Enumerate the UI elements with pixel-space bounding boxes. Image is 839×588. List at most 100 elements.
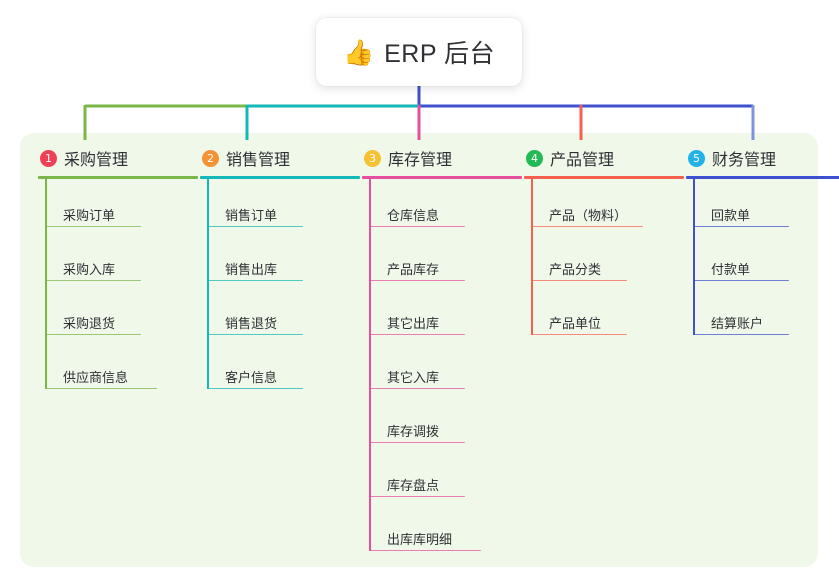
list-item-rule [45,225,141,227]
branch-header-3[interactable]: 3 库存管理 [362,145,522,171]
list-item-rule [531,225,643,227]
branch-rule-5 [686,176,839,179]
branch-column-5[interactable]: 5 财务管理 回款单 付款单 结算账户 [686,145,839,341]
list-item-rule [693,279,789,281]
branch-header-4[interactable]: 4 产品管理 [524,145,684,171]
list-item[interactable]: 库存调拨 [362,395,522,449]
list-item-label: 供应商信息 [63,370,129,385]
list-item-label: 出库库明细 [387,532,453,547]
branch-items-2: 销售订单 销售出库 销售退货 客户信息 [200,179,360,395]
list-item-label: 仓库信息 [387,208,440,223]
list-item[interactable]: 采购入库 [38,233,198,287]
list-item[interactable]: 产品单位 [524,287,684,341]
list-item[interactable]: 其它入库 [362,341,522,395]
branch-items-5: 回款单 付款单 结算账户 [686,179,839,341]
list-item[interactable]: 仓库信息 [362,179,522,233]
branch-badge-4: 4 [526,149,543,167]
list-item-label: 库存盘点 [387,478,440,493]
list-item-label: 销售订单 [225,208,278,223]
list-item-rule [369,441,465,443]
list-item[interactable]: 销售订单 [200,179,360,233]
branch-spine-5 [693,179,695,335]
branch-items-3: 仓库信息 产品库存 其它出库 其它入库 库存调拨 库存盘点 [362,179,522,557]
list-item[interactable]: 采购退货 [38,287,198,341]
branch-spine-2 [207,179,209,389]
list-item[interactable]: 客户信息 [200,341,360,395]
list-item-label: 采购入库 [63,262,116,277]
list-item[interactable]: 供应商信息 [38,341,198,395]
branch-header-2[interactable]: 2 销售管理 [200,145,360,171]
branch-badge-5: 5 [688,149,705,167]
list-item-label: 付款单 [711,262,751,277]
list-item[interactable]: 采购订单 [38,179,198,233]
branch-items-1: 采购订单 采购入库 采购退货 供应商信息 [38,179,198,395]
branch-rule-1 [38,176,198,179]
list-item[interactable]: 结算账户 [686,287,839,341]
branch-title-5: 财务管理 [712,152,777,169]
list-item-rule [369,279,465,281]
branch-spine-3 [369,179,371,551]
branch-header-1[interactable]: 1 采购管理 [38,145,198,171]
branch-badge-1: 1 [40,149,57,167]
branch-column-2[interactable]: 2 销售管理 销售订单 销售出库 销售退货 客户信息 [200,145,360,395]
list-item-rule [45,333,141,335]
list-item-rule [531,279,627,281]
root-node[interactable]: 👍 ERP 后台 [316,18,522,86]
branch-title-4: 产品管理 [550,152,615,169]
list-item-label: 结算账户 [711,316,764,331]
list-item-rule [693,225,789,227]
branch-rule-4 [524,176,684,179]
branch-badge-3: 3 [364,149,381,167]
list-item-rule [369,225,465,227]
list-item[interactable]: 回款单 [686,179,839,233]
branch-title-2: 销售管理 [226,152,291,169]
list-item[interactable]: 销售退货 [200,287,360,341]
list-item-rule [207,225,303,227]
list-item-label: 采购订单 [63,208,116,223]
list-item[interactable]: 产品库存 [362,233,522,287]
list-item-rule [207,387,303,389]
branch-title-3: 库存管理 [388,152,453,169]
branch-items-4: 产品（物料） 产品分类 产品单位 [524,179,684,341]
list-item-label: 销售退货 [225,316,278,331]
list-item-rule [369,495,465,497]
list-item[interactable]: 付款单 [686,233,839,287]
list-item-label: 产品库存 [387,262,440,277]
branch-column-1[interactable]: 1 采购管理 采购订单 采购入库 采购退货 供应商信息 [38,145,198,395]
list-item[interactable]: 其它出库 [362,287,522,341]
branch-spine-4 [531,179,533,335]
branches-panel [20,133,818,567]
list-item-rule [369,387,465,389]
list-item-label: 采购退货 [63,316,116,331]
list-item-rule [207,333,303,335]
list-item-label: 其它出库 [387,316,440,331]
list-item-rule [531,333,627,335]
list-item-label: 回款单 [711,208,751,223]
branch-column-3[interactable]: 3 库存管理 仓库信息 产品库存 其它出库 其它入库 库存调拨 [362,145,522,557]
list-item-label: 客户信息 [225,370,278,385]
list-item-rule [693,333,789,335]
list-item-label: 产品分类 [549,262,602,277]
branch-rule-2 [200,176,360,179]
branch-header-5[interactable]: 5 财务管理 [686,145,839,171]
page-title: ERP 后台 [384,40,496,68]
list-item-label: 销售出库 [225,262,278,277]
branch-spine-1 [45,179,47,389]
list-item-label: 库存调拨 [387,424,440,439]
list-item-label: 产品（物料） [549,208,628,223]
list-item-rule [207,279,303,281]
list-item[interactable]: 出库库明细 [362,503,522,557]
list-item-label: 产品单位 [549,316,602,331]
branch-rule-3 [362,176,522,179]
list-item-label: 其它入库 [387,370,440,385]
branch-column-4[interactable]: 4 产品管理 产品（物料） 产品分类 产品单位 [524,145,684,341]
list-item[interactable]: 产品（物料） [524,179,684,233]
list-item[interactable]: 产品分类 [524,233,684,287]
thumbs-up-icon: 👍 [342,37,375,67]
list-item[interactable]: 销售出库 [200,233,360,287]
list-item-rule [369,333,465,335]
list-item[interactable]: 库存盘点 [362,449,522,503]
list-item-rule [45,387,157,389]
branch-badge-2: 2 [202,149,219,167]
